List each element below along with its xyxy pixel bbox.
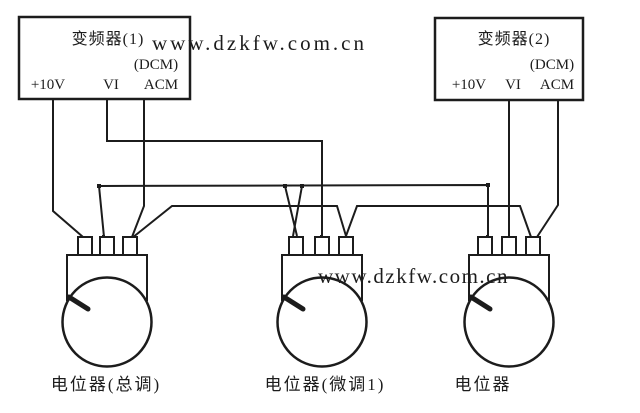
wire-acm1-to-pot1 xyxy=(131,100,145,238)
pot3-knob xyxy=(463,276,555,368)
junction-dot xyxy=(300,184,304,188)
inverter2-title: 变频器(2) xyxy=(478,30,551,48)
inverter1-terminal-10v: +10V xyxy=(31,77,65,93)
wire-10v1-to-pot1 xyxy=(52,100,84,238)
pot3-knob-pointer xyxy=(468,294,493,312)
watermark-middle: www.dzkfw.com.cn xyxy=(318,264,509,288)
pot3-label: 电位器 xyxy=(455,375,512,394)
junction-dot xyxy=(486,183,490,187)
inverter2-dcm-label: (DCM) xyxy=(530,57,574,73)
pot2-knob-pointer xyxy=(281,294,306,312)
inverter1-title: 变频器(1) xyxy=(72,30,145,48)
pot1-knob xyxy=(61,276,153,368)
pot2-pin3 xyxy=(338,236,354,256)
pot2-pin2 xyxy=(314,236,330,256)
inverter1-box-group: 变频器(1) (DCM) +10V VI ACM xyxy=(17,15,192,101)
pot1-knob-pointer xyxy=(66,294,91,312)
wire-tap-pot2-right xyxy=(292,185,303,237)
junction-dot xyxy=(283,184,287,188)
wire-group xyxy=(52,100,559,240)
wire-acm2-to-pot3 xyxy=(536,100,559,238)
inverter2-box xyxy=(433,16,585,102)
pot2-label: 电位器(微调1) xyxy=(265,375,386,394)
pot1-pin3 xyxy=(122,236,138,256)
inverter2-terminal-10v: +10V xyxy=(452,77,486,93)
junction-dot xyxy=(97,184,101,188)
inverter1-terminal-acm: ACM xyxy=(144,77,178,93)
pot2-pin1 xyxy=(288,236,304,256)
potentiometer1 xyxy=(61,236,153,368)
inverter1-dcm-label: (DCM) xyxy=(134,57,178,73)
inverter2-terminal-acm: ACM xyxy=(540,77,574,93)
wire-acm-bus xyxy=(131,205,532,240)
pot1-pin2 xyxy=(99,236,115,256)
wire-wiper-bus xyxy=(97,183,489,238)
watermark-top: www.dzkfw.com.cn xyxy=(152,31,367,55)
pot3-pin1 xyxy=(477,236,493,256)
inverter1-terminal-vi: VI xyxy=(103,77,119,93)
inverter2-box-group: 变频器(2) (DCM) +10V VI ACM xyxy=(433,16,585,102)
potentiometer3 xyxy=(463,236,555,368)
pot1-pin1 xyxy=(77,236,93,256)
pot1-label: 电位器(总调) xyxy=(51,375,161,394)
pot3-pin2 xyxy=(501,236,517,256)
pot2-knob xyxy=(276,276,368,368)
pot3-pin3 xyxy=(525,236,541,256)
wire-vi1-to-pot2 xyxy=(106,100,323,236)
inverter1-box xyxy=(17,15,192,101)
inverter2-terminal-vi: VI xyxy=(505,77,521,93)
potentiometer2 xyxy=(276,236,368,368)
